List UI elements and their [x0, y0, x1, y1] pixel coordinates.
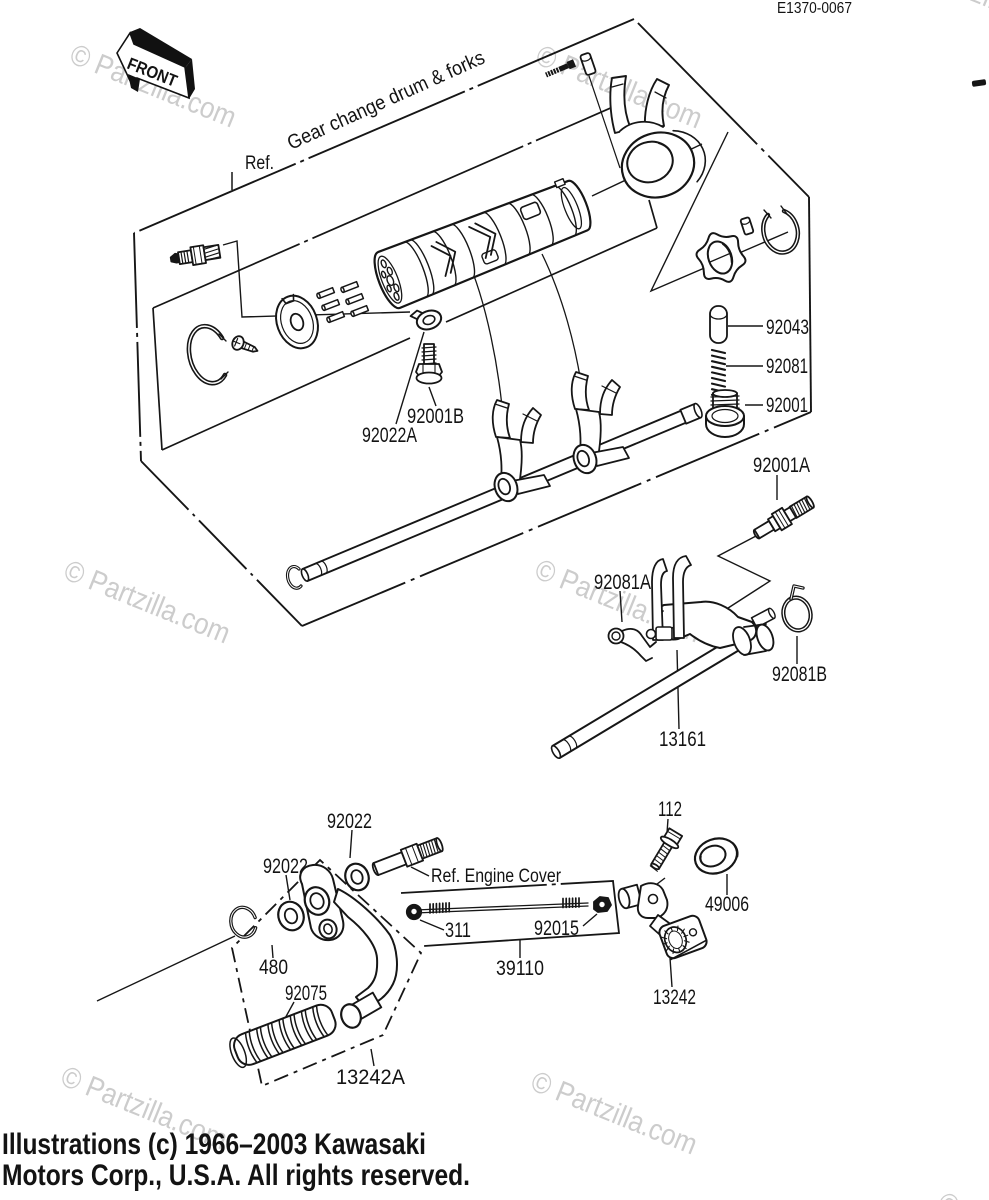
- svg-text:39110: 39110: [496, 957, 544, 980]
- svg-text:92022: 92022: [327, 810, 372, 833]
- svg-text:13242: 13242: [653, 986, 696, 1009]
- svg-text:Illustrations (c) 1966–2003 Ka: Illustrations (c) 1966–2003 Kawasaki: [2, 1128, 426, 1161]
- svg-text:92001: 92001: [766, 394, 808, 417]
- svg-text:Ref. Engine Cover: Ref. Engine Cover: [431, 866, 562, 887]
- svg-text:92015: 92015: [534, 917, 579, 940]
- svg-text:112: 112: [658, 798, 682, 821]
- svg-text:92001B: 92001B: [407, 405, 464, 428]
- svg-text:49006: 49006: [705, 893, 749, 916]
- svg-text:311: 311: [445, 919, 471, 942]
- svg-text:13161: 13161: [659, 728, 706, 751]
- svg-text:92043: 92043: [766, 316, 809, 339]
- svg-text:92081A: 92081A: [594, 571, 651, 594]
- svg-text:92081B: 92081B: [772, 663, 827, 686]
- svg-text:13242A: 13242A: [336, 1066, 405, 1089]
- svg-text:92081: 92081: [766, 355, 808, 378]
- svg-text:E1370-0067: E1370-0067: [777, 0, 852, 17]
- svg-text:92022: 92022: [263, 855, 308, 878]
- svg-text:Ref.: Ref.: [245, 153, 274, 174]
- svg-text:Motors Corp., U.S.A. All righ: Motors Corp., U.S.A. All rights reserved…: [2, 1159, 470, 1192]
- svg-text:92075: 92075: [285, 982, 327, 1005]
- svg-text:480: 480: [259, 956, 288, 979]
- svg-text:92001A: 92001A: [753, 454, 810, 477]
- svg-text:92022A: 92022A: [362, 424, 417, 447]
